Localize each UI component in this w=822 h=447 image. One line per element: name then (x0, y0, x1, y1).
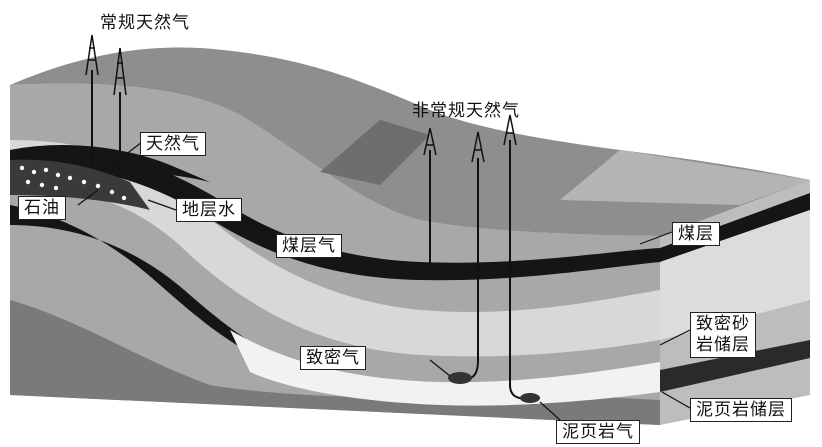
coal-seam-label: 煤层 (672, 222, 720, 246)
top-surface-light-facet (560, 150, 810, 205)
upper-black-layer (10, 145, 210, 188)
lower-black-layer (10, 205, 330, 380)
oil-derrick-icon (503, 114, 517, 146)
top-surface-dark-facet (320, 120, 430, 185)
tight-sandstone-band (230, 330, 660, 406)
tight-sandstone-line-1: 致密砂 (696, 314, 750, 334)
tight-gas-pocket (448, 372, 472, 384)
natural-gas-label: 天然气 (140, 132, 206, 156)
tight-sandstone-reservoir-label: 致密砂 岩储层 (690, 312, 756, 358)
unconventional-gas-title: 非常规天然气 (412, 101, 520, 121)
oil-derrick-icon (423, 127, 437, 156)
shale-gas-label: 泥页岩气 (556, 420, 640, 444)
shale-reservoir-label: 泥页岩储层 (690, 398, 792, 422)
tight-sandstone-line-2: 岩储层 (696, 335, 750, 355)
oil-label: 石油 (18, 196, 66, 220)
right-face-light-band (660, 210, 810, 340)
oil-derrick-icon (85, 34, 99, 76)
formation-water-zone (10, 159, 150, 210)
oil-derrick-icon (113, 47, 127, 96)
oil-derrick-icon (471, 131, 485, 163)
shale-gas-pocket (520, 393, 540, 403)
formation-water-dots (19, 165, 127, 201)
bottom-dark-layer (10, 300, 660, 425)
coalbed-gas-label: 煤层气 (276, 234, 342, 258)
right-face-dark-band (660, 340, 810, 392)
formation-water-label: 地层水 (176, 198, 242, 222)
conventional-gas-title: 常规天然气 (100, 13, 190, 33)
tight-gas-label: 致密气 (300, 346, 366, 370)
